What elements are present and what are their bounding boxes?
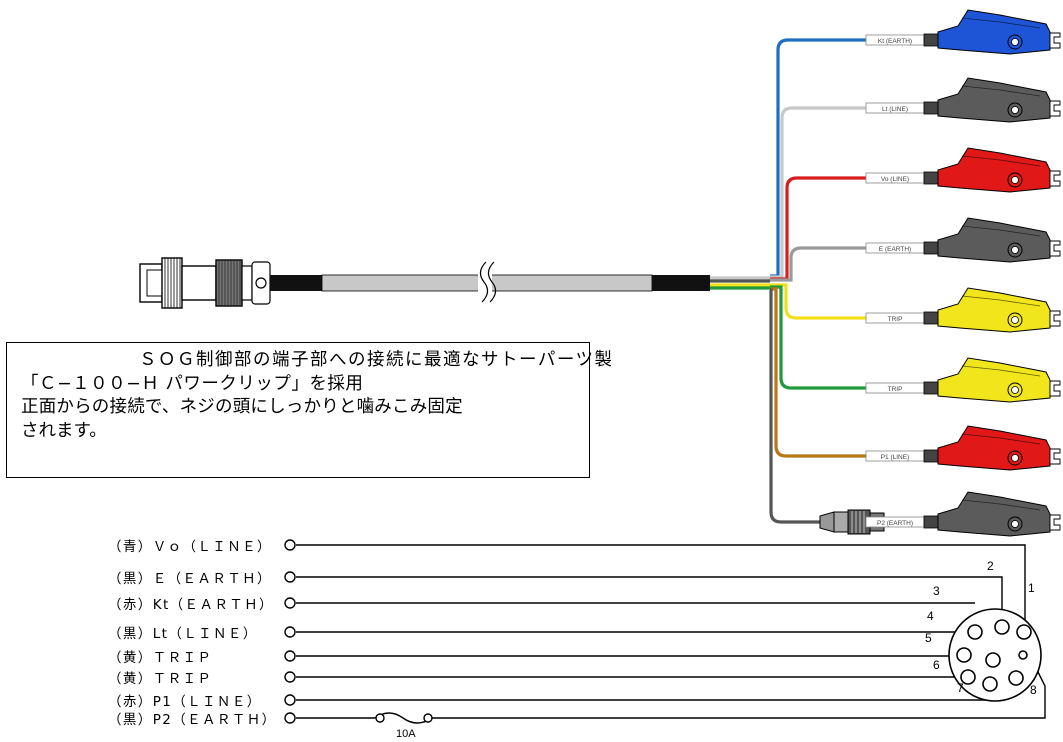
lead-label-text: E (EARTH) [879, 246, 911, 253]
clip-lead-7: P1 (LINE) [865, 425, 1061, 471]
clip-jaw-tip [1049, 448, 1061, 465]
pin-number-7: 7 [957, 681, 964, 695]
clip-boot [923, 311, 939, 325]
clip-body [937, 77, 1051, 123]
pin-number-6: 6 [933, 658, 940, 672]
clip-jaw-tip [1049, 380, 1061, 397]
clip-body [937, 287, 1051, 333]
wire-label-trip-1: （黄）ＴＲＩＰ [108, 650, 213, 666]
schematic-wire-7 [296, 683, 1016, 701]
lead-label-text: Lt (LINE) [882, 106, 908, 113]
lead-label-tag: Lt (LINE) [865, 102, 925, 114]
lead-label-text: TRIP [888, 316, 903, 323]
circular-connector [139, 257, 271, 309]
feature-note-box: ＳＯＧ制御部の端子部への接続に最適なサトーパーツ製 「Ｃ−１００−Ｈ パワークリ… [6, 342, 614, 478]
clip-lead-2: Lt (LINE) [865, 77, 1061, 123]
clip-jaw-tip [1049, 240, 1061, 257]
clip-body [937, 217, 1051, 263]
wire-label-vo: （青）Ｖｏ（ＬＩＮＥ） [108, 539, 272, 555]
clip-jaw-tip [1049, 310, 1061, 327]
clip-boot [923, 241, 939, 255]
note-line-2: 「Ｃ−１００−Ｈ パワークリップ」を採用 [21, 373, 364, 394]
wire-label-e: （黒）Ｅ（ＥＡＲＴＨ） [108, 571, 272, 587]
schematic-wire-1 [296, 544, 1026, 628]
fuse-symbol [374, 712, 433, 724]
schematic-wire-8 [296, 667, 1046, 719]
wire-label-kt: （赤）Kt（ＥＡＲＴＨ） [108, 597, 274, 613]
lead-label-text: Kt (EARTH) [878, 38, 912, 45]
lead-label-tag: TRIP [865, 382, 925, 394]
breakout-wires [710, 38, 925, 524]
wire-label-trip-2: （黄）ＴＲＩＰ [108, 671, 213, 687]
clip-boot [923, 515, 939, 529]
clip-body [937, 357, 1051, 403]
clip-body [937, 425, 1051, 471]
clip-jaw-tip [1049, 514, 1061, 531]
wire-label-lt: （黒）Lt（ＬＩＮＥ） [108, 626, 258, 642]
lead-label-tag: P2 (EARTH) [865, 516, 925, 528]
pin-number-3: 3 [933, 584, 940, 598]
lead-label-tag: TRIP [865, 312, 925, 324]
wiring-schematic [296, 544, 1046, 724]
schematic-wire-5 [296, 655, 986, 658]
lead-label-tag: Vo (LINE) [865, 172, 925, 184]
lead-label-text: TRIP [888, 386, 903, 393]
wire-label-p2: （黒）P2（ＥＡＲＴＨ） [108, 712, 277, 728]
clip-jaw-tip [1049, 170, 1061, 187]
clip-boot [923, 449, 939, 463]
pin-number-8: 8 [1030, 683, 1037, 697]
lead-label-tag: P1 (LINE) [865, 450, 925, 462]
lead-label-text: Vo (LINE) [881, 176, 909, 183]
lead-label-text: P2 (EARTH) [877, 520, 913, 527]
cable-body [270, 261, 710, 303]
fuse-rating: 10A [396, 728, 416, 740]
pin-number-1: 1 [1028, 581, 1035, 595]
clip-boot [923, 381, 939, 395]
schematic-wire-2 [296, 576, 1003, 624]
schematic-terminals [284, 539, 433, 724]
clip-lead-6: TRIP [865, 357, 1061, 403]
clip-boot [923, 33, 939, 47]
note-line-1: ＳＯＧ制御部の端子部への接続に最適なサトーパーツ製 [139, 350, 614, 370]
note-line-4: されます。 [21, 420, 107, 441]
pin-number-4: 4 [927, 609, 934, 623]
clip-lead-1: Kt (EARTH) [865, 9, 1061, 55]
pin-numbers: 1 2 3 4 56 7 8 [925, 559, 1037, 697]
pin-number-5: 5 [925, 631, 932, 645]
clip-leads: Kt (EARTH) Lt (LINE) Vo (LINE) E (EARTH) TRI… [865, 9, 1061, 537]
lead-label-text: P1 (LINE) [881, 454, 910, 461]
lead-label-tag: E (EARTH) [865, 242, 925, 254]
clip-lead-4: E (EARTH) [865, 217, 1061, 263]
clip-jaw-tip [1049, 32, 1061, 49]
clip-body [937, 9, 1051, 55]
wire-label-p1: （赤）P1（ＬＩＮＥ） [108, 694, 262, 710]
clip-lead-8: P2 (EARTH) [865, 491, 1061, 537]
clip-body [937, 491, 1051, 537]
clip-lead-3: Vo (LINE) [865, 147, 1061, 193]
clip-boot [923, 171, 939, 185]
clip-jaw-tip [1049, 100, 1061, 117]
lead-label-tag: Kt (EARTH) [865, 34, 925, 46]
clip-boot [923, 101, 939, 115]
clip-body [937, 147, 1051, 193]
clip-lead-5: TRIP [865, 287, 1061, 333]
note-line-3: 正面からの接続で、ネジの頭にしっかりと噛みこみ固定 [21, 397, 463, 417]
socket-face [948, 608, 1042, 702]
pin-number-2: 2 [987, 559, 994, 573]
